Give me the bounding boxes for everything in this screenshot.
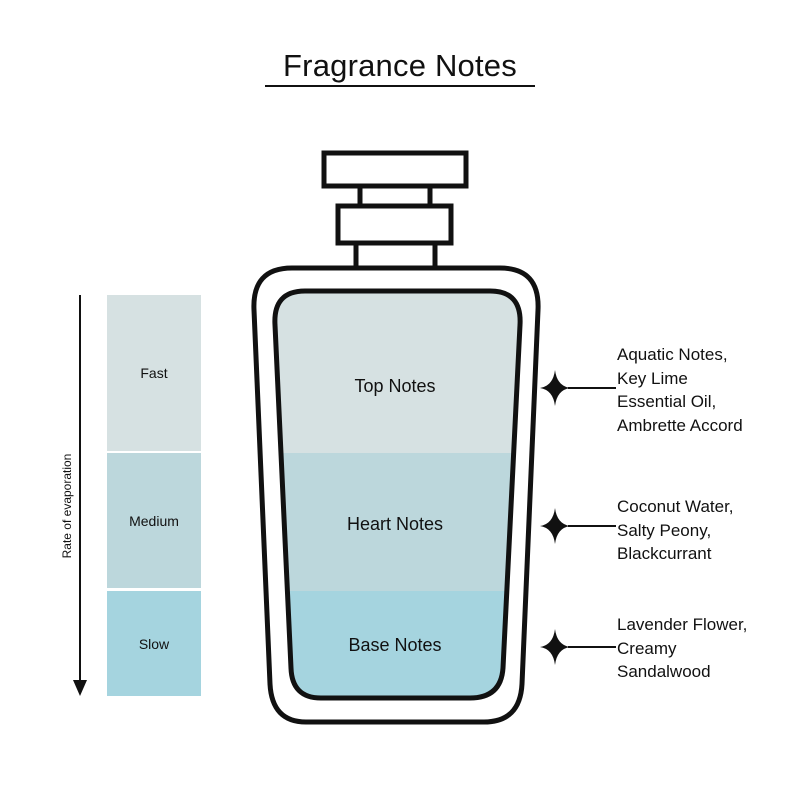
heart-notes-ingredients: Coconut Water, Salty Peony, Blackcurrant xyxy=(617,495,734,566)
bottle-cap-top xyxy=(324,153,466,186)
top-notes-ingredients: Aquatic Notes, Key Lime Essential Oil, A… xyxy=(617,343,743,437)
four-point-star-icon xyxy=(540,629,570,665)
top-notes-label: Top Notes xyxy=(285,376,505,397)
heart-notes-label: Heart Notes xyxy=(285,514,505,535)
four-point-star-icon xyxy=(540,370,570,406)
base-notes-ingredients: Lavender Flower, Creamy Sandalwood xyxy=(617,613,747,684)
four-point-star-icon xyxy=(540,508,570,544)
bottle-neck xyxy=(356,243,435,269)
top-notes-connector xyxy=(568,387,616,389)
heart-notes-connector xyxy=(568,525,616,527)
base-notes-connector xyxy=(568,646,616,648)
bottle-cap-neck xyxy=(360,186,430,206)
base-notes-label: Base Notes xyxy=(285,635,505,656)
bottle-collar xyxy=(338,206,451,243)
top-notes-layer xyxy=(260,285,530,453)
